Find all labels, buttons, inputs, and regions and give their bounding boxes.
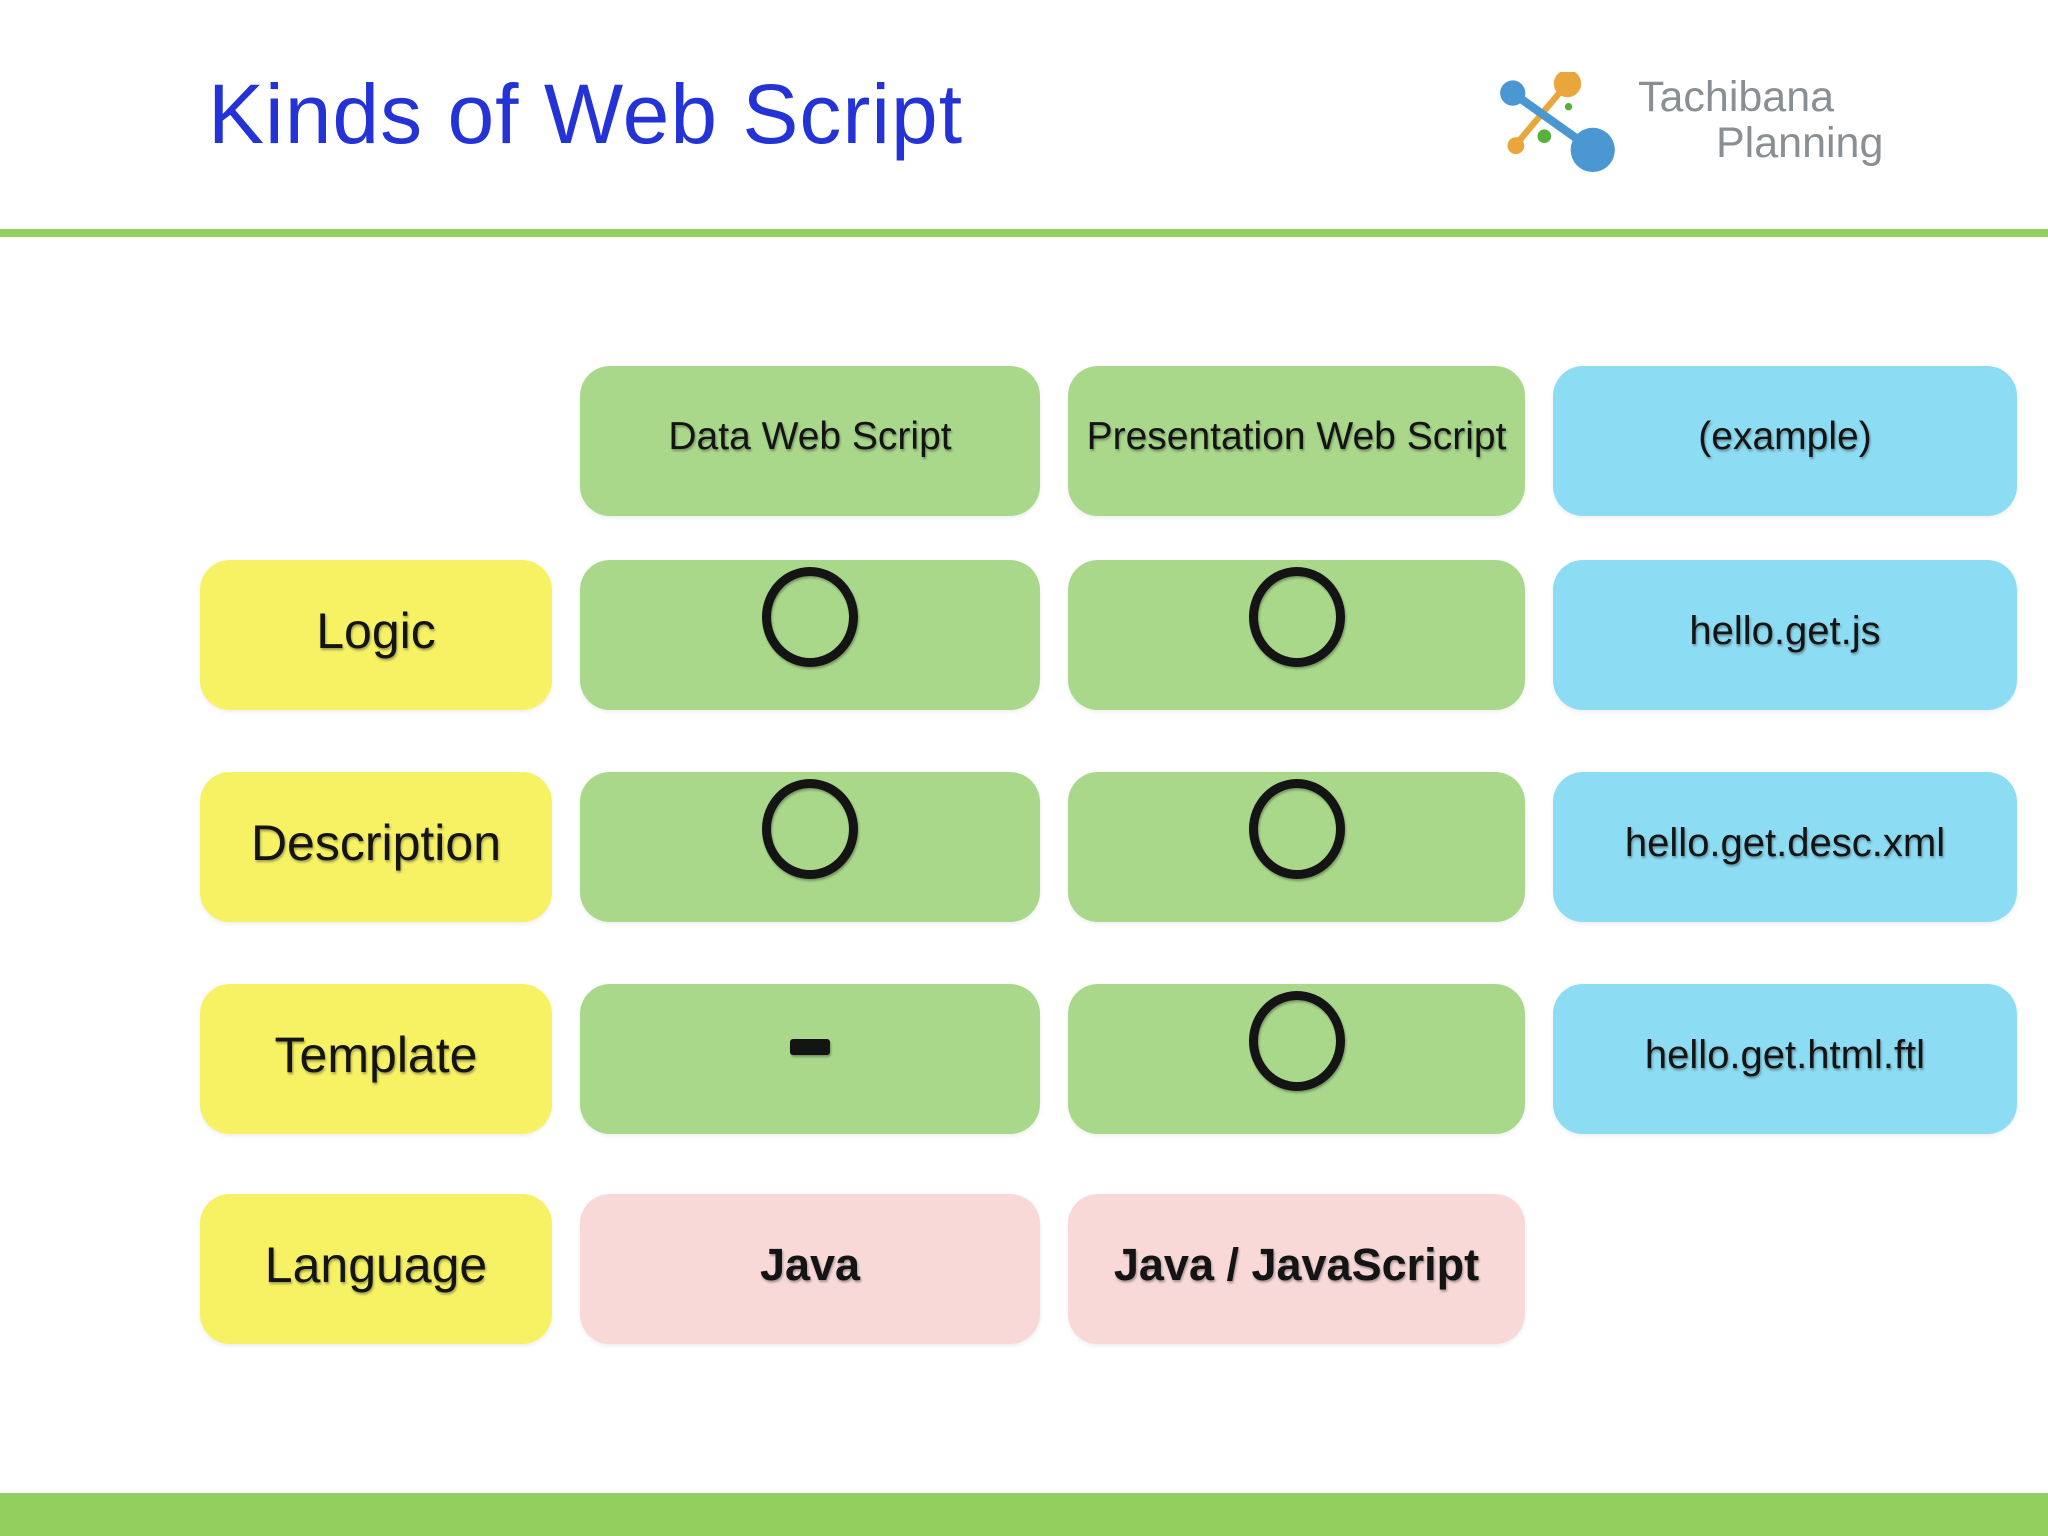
language-example-empty-cell xyxy=(1553,1194,2017,1344)
column-header-presentation-web-script: Presentation Web Script xyxy=(1068,366,1525,516)
supported-circle-mark xyxy=(762,567,858,667)
company-name: Tachibana Planning xyxy=(1638,74,1883,167)
template-presentation-web-script-cell xyxy=(1068,984,1525,1134)
company-logo: Tachibana Planning xyxy=(1500,72,1883,172)
column-header-example: (example) xyxy=(1553,366,2017,516)
molecule-network-logo-icon xyxy=(1500,72,1615,172)
column-header-data-web-script: Data Web Script xyxy=(580,366,1040,516)
row-label-logic: Logic xyxy=(200,560,552,710)
description-data-web-script-cell xyxy=(580,772,1040,922)
company-name-line2: Planning xyxy=(1716,119,1884,168)
footer-accent-bar xyxy=(0,1493,2048,1536)
row-label-description: Description xyxy=(200,772,552,922)
not-applicable-dash-mark xyxy=(790,1039,830,1055)
logic-data-web-script-cell xyxy=(580,560,1040,710)
company-name-line1: Tachibana xyxy=(1638,73,1835,121)
description-presentation-web-script-cell xyxy=(1068,772,1525,922)
supported-circle-mark xyxy=(1248,779,1345,879)
row-label-template: Template xyxy=(200,984,552,1134)
language-presentation-web-script-cell: Java / JavaScript xyxy=(1068,1194,1525,1344)
description-example-cell: hello.get.desc.xml xyxy=(1553,772,2017,922)
table-row-language: Language Java Java / JavaScript xyxy=(200,1194,2018,1344)
page-title: Kinds of Web Script xyxy=(208,67,964,161)
row-label-language: Language xyxy=(200,1194,552,1344)
table-header-row: Data Web Script Presentation Web Script … xyxy=(200,366,2018,516)
table-row-description: Description hello.get.desc.xml xyxy=(200,772,2018,922)
logic-presentation-web-script-cell xyxy=(1068,560,1525,710)
empty-corner-cell xyxy=(200,366,552,516)
table-row-template: Template hello.get.html.ftl xyxy=(200,984,2018,1134)
logic-example-cell: hello.get.js xyxy=(1553,560,2017,710)
table-row-logic: Logic hello.get.js xyxy=(200,560,2018,710)
template-example-cell: hello.get.html.ftl xyxy=(1553,984,2017,1134)
supported-circle-mark xyxy=(762,779,858,879)
language-data-web-script-cell: Java xyxy=(580,1194,1040,1344)
supported-circle-mark xyxy=(1248,567,1345,667)
web-script-comparison-table: Data Web Script Presentation Web Script … xyxy=(200,366,2018,1344)
supported-circle-mark xyxy=(1248,991,1345,1091)
template-data-web-script-cell xyxy=(580,984,1040,1134)
header-divider-line xyxy=(0,229,2048,237)
